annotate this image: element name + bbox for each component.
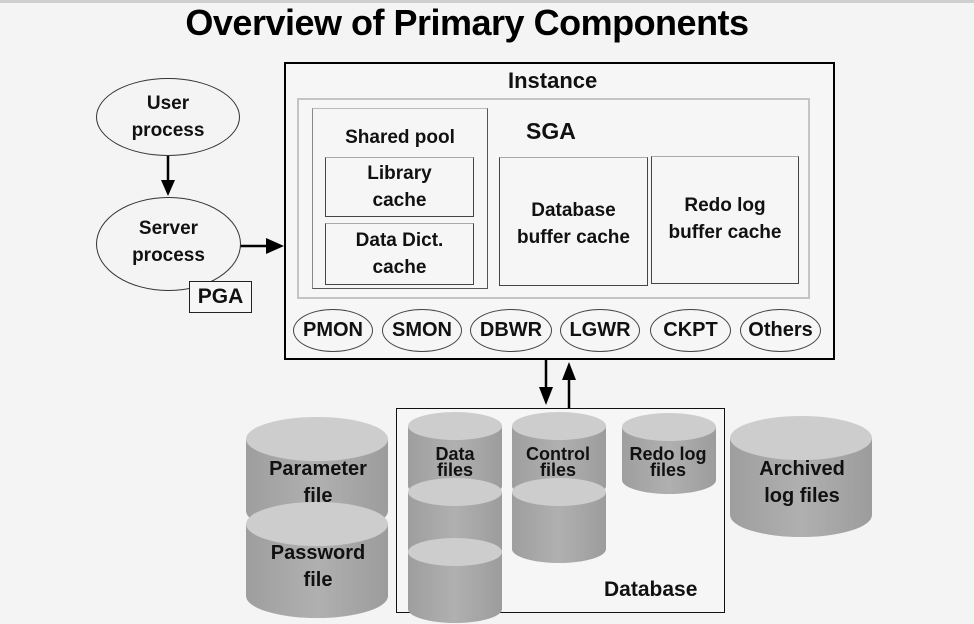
- data-files-cylinder-3: [408, 538, 502, 623]
- parameter-file-label-2: file: [303, 485, 333, 507]
- redo-log-files-cylinder: [622, 413, 716, 494]
- password-file-cylinder: [246, 502, 388, 618]
- archived-log-files-label-1: Archived: [759, 458, 845, 480]
- control-files-cylinder-2: [512, 478, 606, 563]
- redo-log-files-label-2: files: [649, 460, 687, 480]
- process-pmon: PMON: [293, 309, 373, 352]
- password-file-cylinder-body: [246, 524, 388, 618]
- data-files-cylinder-3-body: [408, 552, 502, 623]
- control-files-cylinder-2-body: [512, 492, 606, 563]
- archived-log-files-cylinder-top: [730, 416, 872, 460]
- redo-log-files-label-1: Redo log: [629, 444, 707, 464]
- process-dbwr: DBWR: [470, 309, 552, 352]
- control-files-cylinder-2-top: [512, 478, 606, 506]
- page-title: Overview of Primary Components: [185, 2, 749, 43]
- parameter-file-cylinder-top: [246, 417, 388, 461]
- archived-log-files-label: Archived log files: [732, 456, 872, 510]
- archived-log-files-cylinder: [730, 416, 872, 537]
- server-process: Server process: [96, 197, 241, 291]
- control-files-label-2: files: [539, 460, 577, 480]
- server-process-label: Server: [138, 218, 199, 239]
- process-lgwr: LGWR: [560, 309, 640, 352]
- user-process: User process: [96, 78, 240, 156]
- data-files-cylinder-1-top: [408, 412, 502, 440]
- password-file-cylinder-top: [246, 502, 388, 546]
- parameter-file-label: Parameter file: [248, 456, 388, 510]
- redo-log-buffer-label-2: buffer cache: [668, 222, 782, 243]
- redo-log-buffer-label: Redo log: [684, 195, 766, 216]
- data-dict-cache-box: Data Dict. cache: [325, 223, 474, 285]
- arrow-instance-to-database: [539, 360, 553, 405]
- data-files-label-1: Data: [435, 444, 475, 464]
- process-others: Others: [740, 309, 821, 352]
- library-cache-box: Library cache: [325, 157, 474, 217]
- redo-log-files-cylinder-body: [622, 427, 716, 494]
- process-smon: SMON: [382, 309, 462, 352]
- user-process-label-2: process: [131, 120, 205, 141]
- top-border: [0, 0, 974, 3]
- pga-box: PGA: [189, 281, 252, 313]
- data-files-label-2: files: [436, 460, 474, 480]
- library-cache-label-2: cache: [372, 190, 427, 211]
- shared-pool-label: Shared pool: [345, 127, 455, 148]
- data-dict-cache-label: Data Dict.: [355, 230, 444, 251]
- password-file-label: Password file: [248, 540, 388, 594]
- arrow-server-to-instance: [240, 238, 284, 254]
- data-files-cylinder-3-top: [408, 538, 502, 566]
- sga-box: [297, 98, 810, 299]
- control-files-cylinder-1-top: [512, 412, 606, 440]
- arrow-user-to-server: [161, 155, 175, 196]
- library-cache-label: Library: [367, 163, 432, 184]
- shared-pool-box: [312, 108, 488, 289]
- data-dict-cache-label-2: cache: [372, 257, 427, 278]
- archived-log-files-label-2: log files: [764, 485, 840, 507]
- database-label: Database: [604, 578, 698, 601]
- password-file-label-1: Password: [270, 542, 366, 564]
- process-ckpt: CKPT: [650, 309, 731, 352]
- server-process-label-2: process: [132, 245, 205, 266]
- db-buffer-cache-box: Database buffer cache: [499, 157, 648, 286]
- redo-log-buffer-box: Redo log buffer cache: [651, 156, 799, 284]
- redo-log-files-cylinder-top: [622, 413, 716, 441]
- instance-label: Instance: [508, 68, 598, 93]
- archived-log-files-cylinder-body: [730, 438, 872, 537]
- parameter-file-label-1: Parameter: [269, 458, 367, 480]
- password-file-label-2: file: [303, 569, 333, 591]
- sga-label: SGA: [526, 118, 576, 144]
- arrow-database-to-instance: [562, 362, 576, 408]
- control-files-label-1: Control: [526, 444, 590, 464]
- user-process-label: User: [146, 93, 190, 114]
- db-buffer-cache-label-2: buffer cache: [517, 226, 630, 248]
- db-buffer-cache-label: Database: [531, 199, 616, 221]
- data-files-cylinder-2-top: [408, 478, 502, 506]
